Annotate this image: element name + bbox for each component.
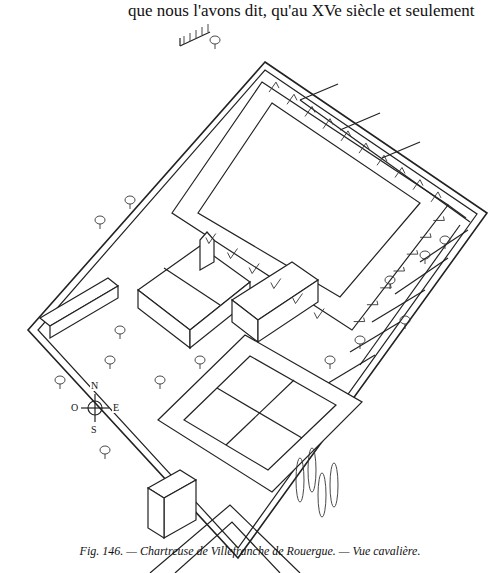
figure-caption: Fig. 146. — Chartreuse de Villefranche d… <box>80 545 421 558</box>
compass-letter: E <box>112 402 120 413</box>
compass-letter: S <box>90 424 98 435</box>
running-text: que nous l'avons dit, qu'au XVe siècle e… <box>128 2 475 21</box>
compass-letter: O <box>70 402 79 413</box>
compass-letter: N <box>90 380 99 391</box>
